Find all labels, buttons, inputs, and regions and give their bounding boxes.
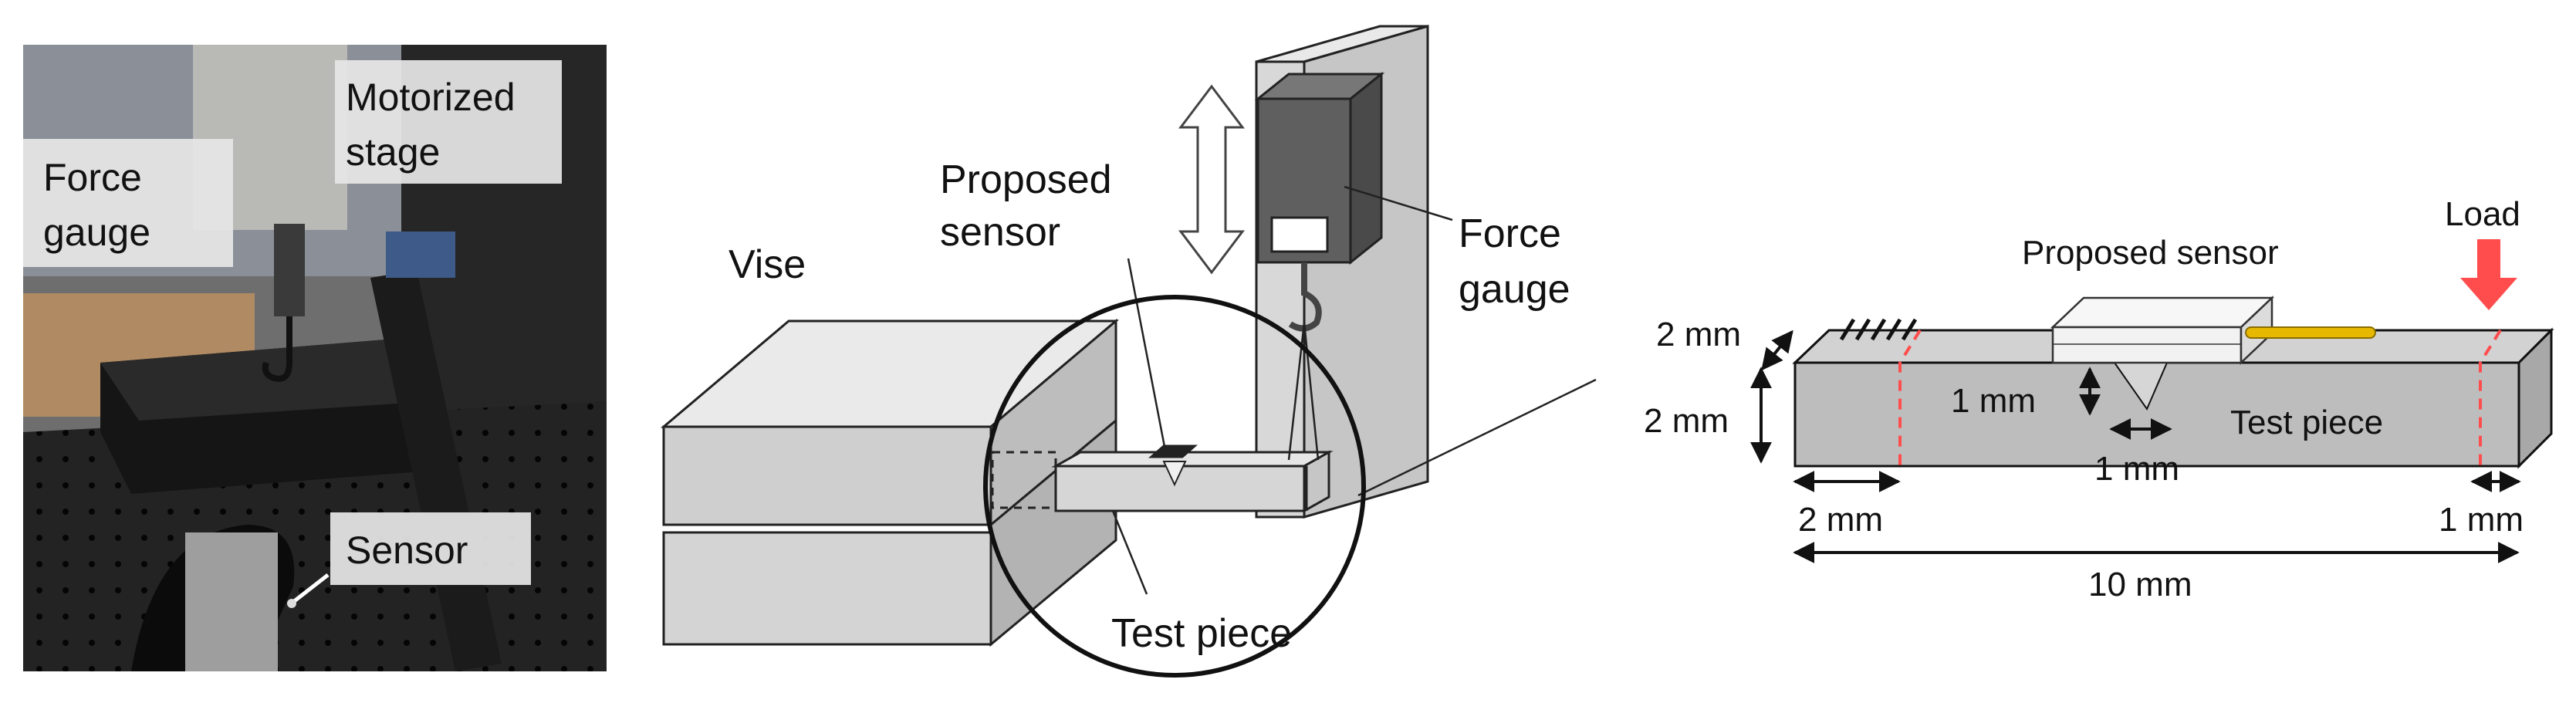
load-arrow (2460, 239, 2517, 310)
dim-text-clamp: 2 mm (1798, 501, 1883, 539)
photo-label-force-gauge: Force gauge (23, 139, 233, 267)
photo-blue-device (386, 232, 455, 278)
beam-panel: Load Proposed sensor Test piece 2 mm 2 m… (1644, 195, 2554, 603)
setup-panel: Vise Proposed sensor Force gauge Test pi… (660, 25, 1597, 678)
force-gauge-hook (1288, 262, 1322, 332)
beam-sensor-block (2050, 296, 2275, 365)
dim-text-height: 2 mm (1644, 402, 1729, 440)
force-gauge-box (1254, 71, 1385, 332)
photo-panel: Force gauge Motorized stage Sensor (23, 45, 607, 671)
photo-sensor-dot (287, 599, 296, 608)
dimension-arrows (1750, 330, 2521, 563)
beam-sensor-cable (2245, 326, 2376, 339)
leader-force-gauge (1344, 185, 1453, 221)
photo-vise-block (185, 532, 278, 671)
beam-cut-line-right (2479, 329, 2502, 466)
dim-text-total: 10 mm (2088, 566, 2192, 603)
photo-label-motorized-stage: Motorized stage (335, 60, 562, 184)
beam-label-test-piece: Test piece (2230, 404, 2383, 441)
photo-force-gauge-line2: gauge (43, 211, 150, 254)
dim-text-width: 2 mm (1656, 316, 1741, 353)
clamp-hatch (1839, 318, 1918, 341)
motion-double-arrow (1178, 84, 1246, 275)
beam-label-load: Load (2445, 195, 2520, 233)
test-piece-bar (991, 450, 1334, 513)
setup-sensor (1148, 444, 1198, 487)
setup-label-force-gauge-1: Force (1459, 211, 1561, 256)
hanger-cord-right (1303, 322, 1320, 461)
leader-proposed-sensor (1127, 258, 1167, 451)
photo-force-gauge-line1: Force (43, 156, 142, 199)
dim-text-notch-depth: 1 mm (1951, 382, 2036, 420)
photo-stage-plate-top (100, 340, 432, 421)
beam-label-proposed-sensor: Proposed sensor (2022, 234, 2279, 272)
setup-label-force-gauge-2: gauge (1459, 267, 1570, 312)
vise-body (660, 318, 1120, 647)
setup-label-proposed-sensor-2: sensor (940, 210, 1060, 255)
photo-hook (262, 316, 292, 382)
photo-motorized-line2: stage (346, 130, 440, 174)
photo-label-sensor: Sensor (287, 512, 531, 608)
leader-zoom (1357, 378, 1597, 497)
beam-cut-line-left (1898, 329, 1922, 466)
photo-motorized-line1: Motorized (346, 76, 516, 119)
dim-arrow-width (1761, 330, 1793, 371)
setup-label-vise: Vise (729, 242, 806, 287)
setup-label-proposed-sensor-1: Proposed (940, 157, 1112, 202)
leader-test-piece (1111, 510, 1148, 595)
dim-text-load-offset: 1 mm (2439, 501, 2524, 539)
zoom-circle (983, 295, 1366, 678)
dim-text-notch-width: 1 mm (2094, 450, 2179, 488)
photo-sensor-pointer (292, 573, 330, 603)
setup-label-test-piece: Test piece (1111, 611, 1292, 656)
photo-force-gauge-rod (274, 224, 305, 316)
photo-sensor-text: Sensor (346, 529, 468, 572)
